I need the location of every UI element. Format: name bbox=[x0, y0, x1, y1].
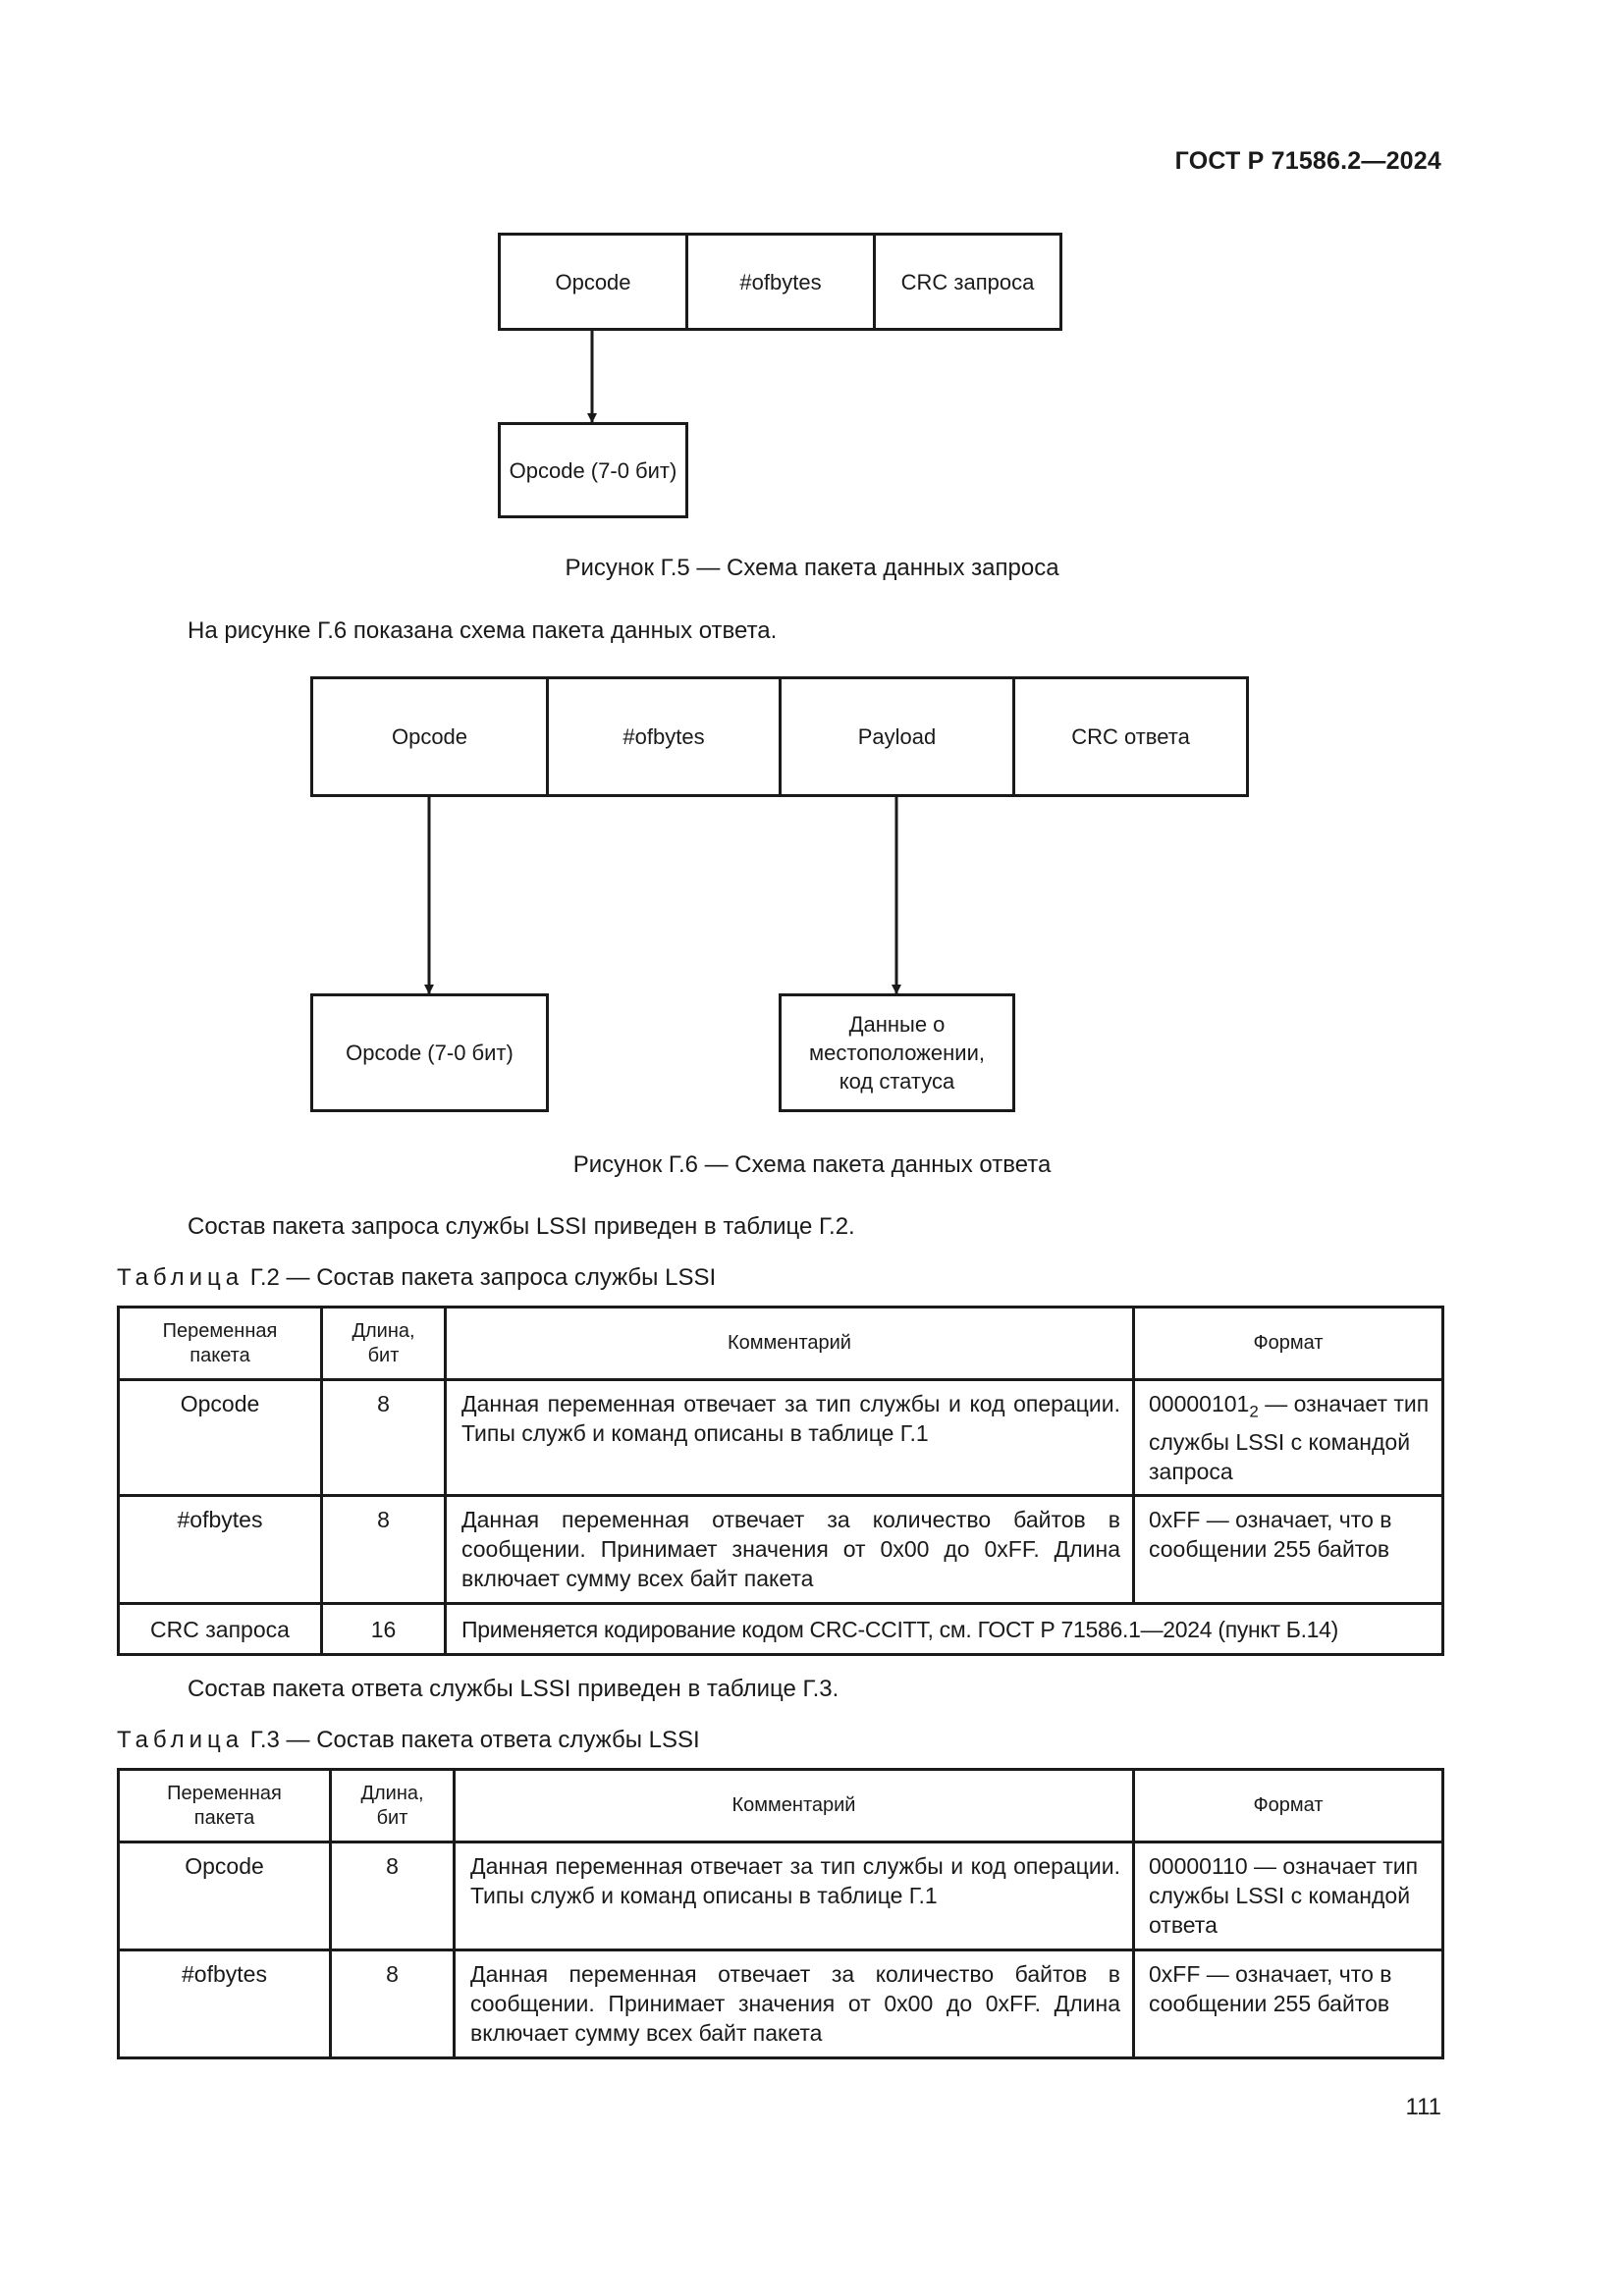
g6-sub-opcode-bits-label: Opcode (7-0 бит) bbox=[346, 1041, 514, 1065]
g6-field-crc-label: CRC ответа bbox=[1071, 724, 1190, 749]
table-g2: Переменная пакета Длина, бит Комментарий… bbox=[117, 1306, 1444, 1656]
cell-format: 0xFF — означает, что в сообщении 255 бай… bbox=[1132, 1949, 1444, 2059]
cell-variable: Opcode bbox=[117, 1378, 323, 1497]
g6-field-ofbytes-label: #ofbytes bbox=[623, 724, 705, 749]
g6-sub-location-line-3: код статуса bbox=[839, 1069, 955, 1094]
cell-comment: Данная переменная отвечает за количество… bbox=[444, 1493, 1135, 1605]
g6-sub-location-line-1: Данные о bbox=[848, 1012, 946, 1037]
table-g3-caption: Таблица Г.3 — Состав пакета ответа служб… bbox=[117, 1727, 700, 1754]
column-header: Длина, бит bbox=[320, 1306, 447, 1381]
g6-field-crc: CRC ответа bbox=[1012, 676, 1249, 797]
table-g3-caption-word: Таблица bbox=[117, 1727, 244, 1753]
cell-length: 8 bbox=[329, 1949, 456, 2059]
g5-field-ofbytes: #ofbytes bbox=[685, 233, 876, 331]
cell-length: 8 bbox=[320, 1378, 447, 1497]
intro-table-g3-paragraph: Состав пакета ответа службы LSSI приведе… bbox=[188, 1676, 839, 1702]
table-g2-caption-text: Г.2 — Состав пакета запроса службы LSSI bbox=[249, 1264, 717, 1291]
column-header: Переменная пакета bbox=[117, 1768, 332, 1843]
cell-variable: #ofbytes bbox=[117, 1949, 332, 2059]
table-g2-caption: Таблица Г.2 — Состав пакета запроса служ… bbox=[117, 1264, 716, 1292]
cell-variable: #ofbytes bbox=[117, 1493, 323, 1605]
table-row: Opcode 8 Данная переменная отвечает за т… bbox=[117, 1841, 1444, 1951]
g6-sub-location-line-2: местоположении, bbox=[809, 1041, 985, 1065]
g6-field-ofbytes: #ofbytes bbox=[546, 676, 782, 797]
cell-length: 16 bbox=[320, 1601, 447, 1656]
cell-comment: Данная переменная отвечает за тип службы… bbox=[444, 1378, 1135, 1497]
cell-comment: Данная переменная отвечает за тип службы… bbox=[453, 1841, 1135, 1951]
column-header: Длина, бит bbox=[329, 1768, 456, 1843]
g6-field-opcode: Opcode bbox=[310, 676, 549, 797]
intro-g6-paragraph: На рисунке Г.6 показана схема пакета дан… bbox=[188, 617, 778, 644]
format-description: — означает тип службы LSSI с командой за… bbox=[1149, 1391, 1430, 1484]
format-base-subscript: 2 bbox=[1249, 1402, 1259, 1421]
column-header: Комментарий bbox=[453, 1768, 1135, 1843]
cell-length: 8 bbox=[329, 1841, 456, 1951]
cell-format: 00000110 — означает тип службы LSSI с ко… bbox=[1132, 1841, 1444, 1951]
g5-sub-opcode-bits-label: Opcode (7-0 бит) bbox=[509, 457, 677, 483]
table-g3: Переменная пакета Длина, бит Комментарий… bbox=[117, 1768, 1444, 2059]
g5-field-opcode-label: Opcode bbox=[555, 269, 631, 294]
table-row: #ofbytes 8 Данная переменная отвечает за… bbox=[117, 1493, 1444, 1605]
cell-variable: Opcode bbox=[117, 1841, 332, 1951]
g5-field-opcode: Opcode bbox=[498, 233, 688, 331]
page-number: 111 bbox=[1405, 2094, 1441, 2120]
g5-sub-opcode-bits: Opcode (7-0 бит) bbox=[498, 422, 688, 518]
table-row: #ofbytes 8 Данная переменная отвечает за… bbox=[117, 1949, 1444, 2059]
cell-variable: CRC запроса bbox=[117, 1601, 323, 1656]
g6-field-opcode-label: Opcode bbox=[391, 724, 468, 749]
g6-sub-opcode-bits: Opcode (7-0 бит) bbox=[310, 993, 549, 1112]
cell-comment-spanning: Применяется кодирование кодом CRC-CCITT,… bbox=[444, 1601, 1444, 1656]
g6-sub-location-data: Данные о местоположении, код статуса bbox=[779, 993, 1015, 1112]
column-header: Переменная пакета bbox=[117, 1306, 323, 1381]
column-header: Формат bbox=[1132, 1306, 1444, 1381]
table-row: Opcode 8 Данная переменная отвечает за т… bbox=[117, 1378, 1444, 1497]
table-row: CRC запроса 16 Применяется кодирование к… bbox=[117, 1601, 1444, 1656]
g6-field-payload-label: Payload bbox=[857, 724, 937, 749]
format-binary-value: 00000101 bbox=[1149, 1391, 1250, 1416]
cell-format: 000001012 — означает тип службы LSSI с к… bbox=[1132, 1378, 1444, 1497]
column-header: Формат bbox=[1132, 1768, 1444, 1843]
cell-length: 8 bbox=[320, 1493, 447, 1605]
document-standard-number: ГОСТ Р 71586.2—2024 bbox=[1174, 147, 1441, 175]
cell-format: 0xFF — означает, что в сообщении 255 бай… bbox=[1132, 1493, 1444, 1605]
g6-field-payload: Payload bbox=[779, 676, 1015, 797]
figure-g6-caption: Рисунок Г.6 — Схема пакета данных ответа bbox=[572, 1151, 1052, 1178]
table-g2-caption-word: Таблица bbox=[117, 1264, 244, 1291]
column-header: Комментарий bbox=[444, 1306, 1135, 1381]
cell-comment: Данная переменная отвечает за количество… bbox=[453, 1949, 1135, 2059]
g5-field-crc: CRC запроса bbox=[873, 233, 1062, 331]
figure-g5-caption: Рисунок Г.5 — Схема пакета данных запрос… bbox=[565, 555, 1059, 581]
g5-field-crc-label: CRC запроса bbox=[900, 269, 1035, 294]
table-header-row: Переменная пакета Длина, бит Комментарий… bbox=[117, 1768, 1444, 1843]
table-g3-caption-text: Г.3 — Состав пакета ответа службы LSSI bbox=[249, 1727, 700, 1753]
table-header-row: Переменная пакета Длина, бит Комментарий… bbox=[117, 1306, 1444, 1381]
g5-field-ofbytes-label: #ofbytes bbox=[739, 269, 822, 294]
intro-table-g2-paragraph: Состав пакета запроса службы LSSI привед… bbox=[188, 1213, 855, 1240]
